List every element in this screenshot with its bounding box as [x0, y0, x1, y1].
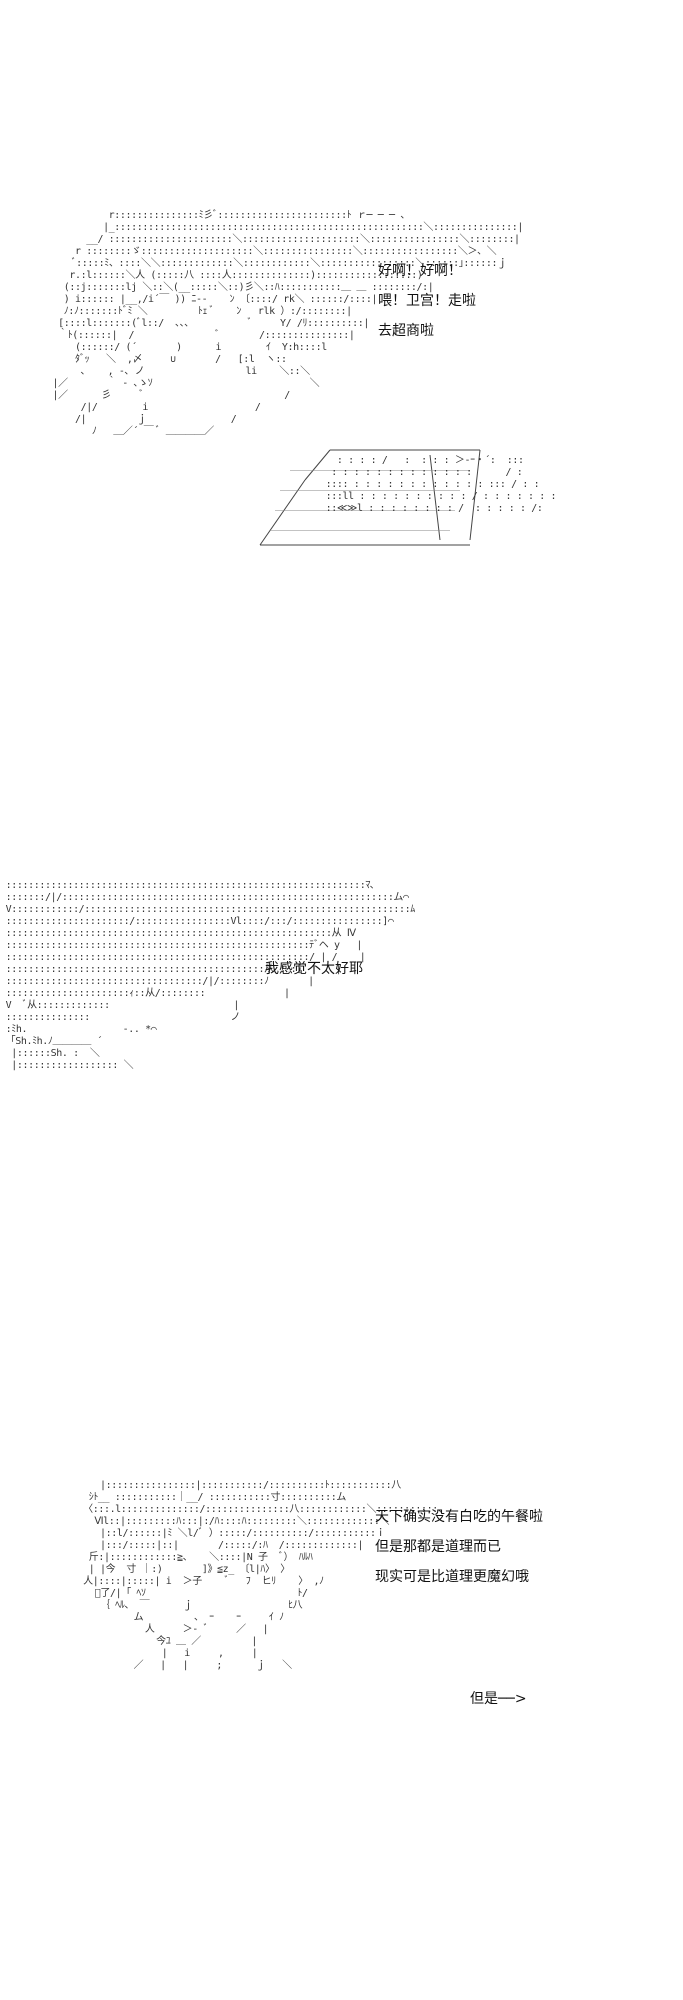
dialog-line: 好啊！好啊！: [378, 263, 462, 279]
dialog-line: 天下确实没有白吃的午餐啦: [375, 1509, 543, 1525]
panel-1: r:::::::::::::::ﾐ彡ﾞ:::::::::::::::::::::…: [0, 0, 683, 640]
dialog-line: 但是那都是道理而已: [375, 1539, 501, 1555]
panel-2: ::::::::::::::::::::::::::::::::::::::::…: [0, 840, 683, 1220]
bag-outline-drawing: [259, 449, 481, 546]
dialog-line: 现实可是比道理更魔幻哦: [375, 1569, 529, 1585]
dialog-box-1: 好啊！好啊！ 喂！卫宫！走啦 去超商啦: [378, 256, 476, 346]
dialog-line: 去超商啦: [378, 323, 434, 339]
dialog-line: 我感觉不太好耶: [265, 961, 363, 977]
dialog-trailing: 但是──>: [470, 1691, 527, 1707]
panel-3: |::::::::::::::::|:::::::::::/::::::::::…: [0, 1440, 683, 1860]
dialog-box-3: 天下确实没有白吃的午餐啦 但是那都是道理而已 现实可是比道理更魔幻哦: [375, 1502, 543, 1592]
dialog-line: 喂！卫宫！走啦: [378, 293, 476, 309]
